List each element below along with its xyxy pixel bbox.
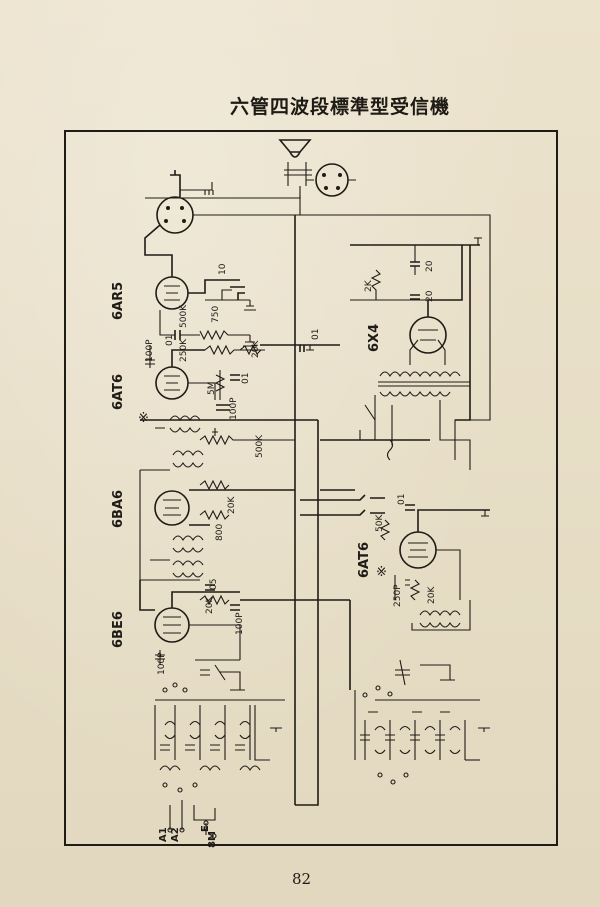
band-switch-right: [354, 659, 490, 785]
label-01-b: 01: [311, 329, 321, 340]
terminal-a1: A1: [158, 827, 169, 842]
label-500k-vol: 500K: [255, 434, 265, 458]
antenna-terminals: [167, 800, 217, 839]
mark-asterisk-b: ※: [376, 565, 387, 580]
label-50k: 50K: [375, 514, 385, 532]
tube-6be6: [154, 591, 241, 660]
label-20k-b: 20K: [227, 496, 237, 514]
label-500k: 500K: [179, 304, 189, 328]
schematic-frame: [64, 130, 558, 846]
tube-6ba6: [154, 489, 240, 526]
page-number: 82: [292, 870, 312, 888]
mark-asterisk-a: ※: [138, 411, 149, 426]
label-20-b: 20: [425, 290, 435, 302]
tube-label-6ar5: 6AR5: [111, 282, 126, 320]
terminal-8m: 8M: [207, 831, 218, 848]
label-01-d: 01: [397, 494, 407, 505]
label-100p-c: 100P: [235, 612, 245, 635]
tube-label-6at6-audio: 6AT6: [111, 374, 126, 410]
output-socket-icon: [156, 170, 491, 460]
label-250p: 250P: [393, 584, 403, 607]
label-800: 800: [215, 524, 225, 541]
label-20k-c: 20K: [427, 586, 437, 604]
tube-6ar5: [144, 224, 240, 310]
label-20-a: 20: [425, 260, 435, 272]
power-transformer: [359, 371, 471, 470]
label-5m: 5M: [207, 382, 217, 396]
tube-label-6be6: 6BE6: [111, 611, 126, 648]
page-title: 六管四波段標準型受信機: [230, 96, 451, 118]
label-01-c: 01: [241, 373, 251, 384]
tube-6at6-right: [399, 509, 490, 600]
label-2k: 2K: [364, 279, 374, 292]
tube-6x4: [409, 245, 463, 365]
label-100p-d: 100P: [157, 652, 167, 675]
label-750: 750: [211, 306, 221, 323]
tube-label-6at6-right: 6AT6: [357, 542, 372, 578]
label-250k: 250K: [179, 338, 189, 362]
band-switch-left: [154, 682, 285, 793]
label-10: 10: [218, 263, 228, 275]
terminal-a2: A2: [170, 827, 181, 842]
label-100p-b: 100P: [229, 397, 239, 420]
label-20k-d: 20K: [205, 596, 215, 614]
tube-6at6-audio: [155, 344, 265, 400]
label-20k-a: 20K: [251, 340, 261, 358]
label-05: 05: [209, 579, 219, 590]
speaker-plug-icon: [306, 163, 356, 197]
tube-label-6ba6: 6BA6: [111, 490, 126, 528]
terminal-e: E: [200, 825, 211, 832]
tube-label-6x4: 6X4: [367, 324, 382, 352]
speaker-icon: [145, 139, 312, 199]
label-01-a: 01: [165, 335, 175, 346]
